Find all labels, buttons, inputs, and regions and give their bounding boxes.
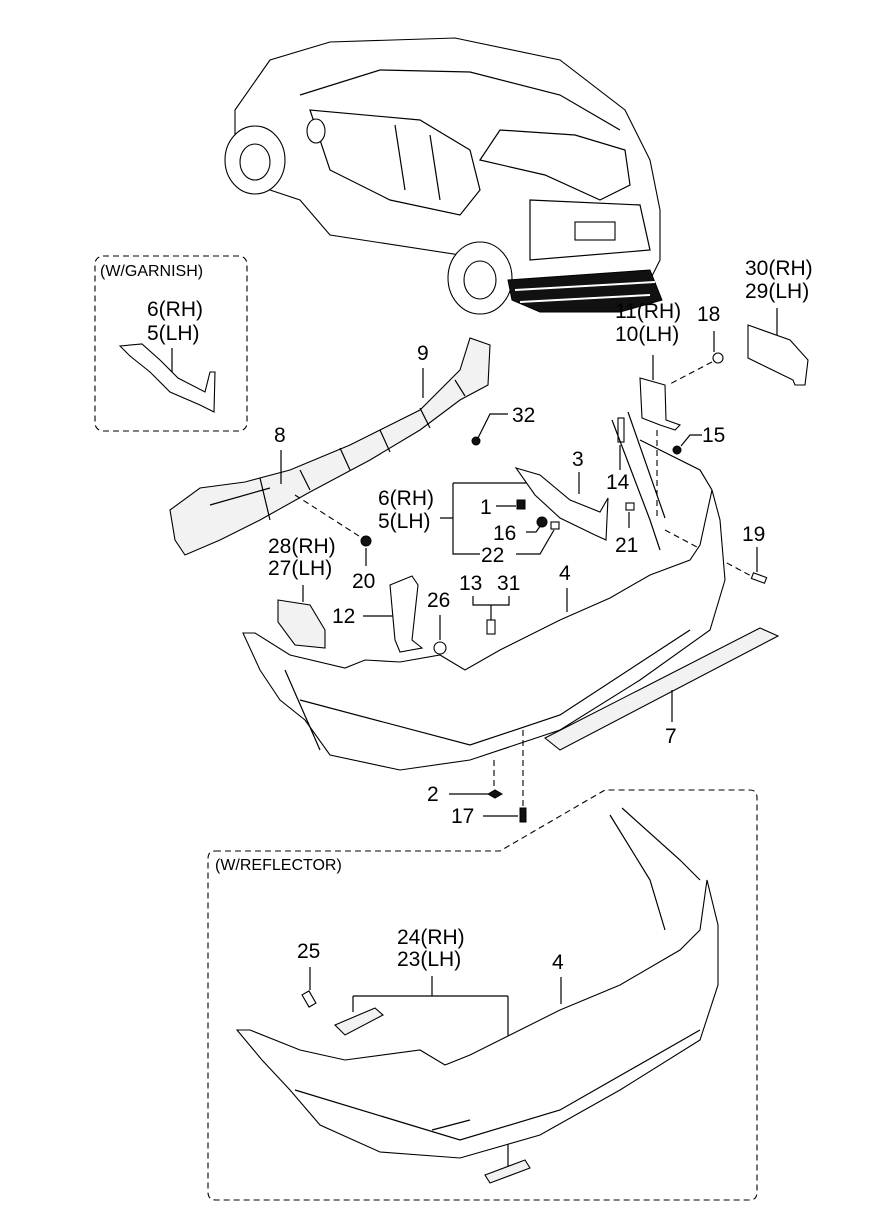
callout-23-lh: 23(LH): [397, 948, 461, 971]
callout-30-rh: 30(RH): [745, 257, 813, 280]
callout-29-lh: 29(LH): [745, 280, 809, 303]
callout-4: 4: [559, 562, 571, 585]
callout-9: 9: [417, 342, 429, 365]
mounting-bracket-part: [639, 377, 682, 431]
callout-5-lh: 5(LH): [378, 510, 431, 533]
callout-19: 19: [742, 523, 765, 546]
callout-3: 3: [572, 448, 584, 471]
energy-absorber-part: [169, 337, 491, 556]
rear-grille-part: [277, 599, 326, 649]
callout-14: 14: [606, 471, 630, 494]
garnish-group: (W/GARNISH) 6(RH) 5(LH): [94, 255, 248, 432]
vehicle-illustration: [224, 37, 663, 315]
callout-27-lh: 27(LH): [268, 557, 332, 580]
reflector-group-label: (W/REFLECTOR): [215, 857, 342, 874]
callout-24-rh: 24(RH): [397, 926, 465, 949]
callout-10-lh: 10(LH): [615, 323, 679, 346]
callout-5-lh-garnish: 5(LH): [147, 322, 200, 345]
reflector-part-lower: [484, 1159, 531, 1184]
callout-15: 15: [702, 424, 725, 447]
callout-18: 18: [697, 303, 720, 326]
reflector-group: (W/REFLECTOR) 25 24(RH) 23(LH) 4: [207, 789, 758, 1201]
callout-2: 2: [427, 783, 439, 806]
callout-17: 17: [451, 805, 474, 828]
callout-12: 12: [332, 605, 355, 628]
rear-bumper-cover-reflector: [235, 879, 719, 1159]
callout-25: 25: [297, 940, 320, 963]
callout-1: 1: [480, 496, 492, 519]
callout-13: 13: [459, 572, 482, 595]
callout-32: 32: [512, 404, 535, 427]
bumper-stay-part: [389, 575, 424, 653]
callout-16: 16: [493, 522, 516, 545]
callout-11-rh: 11(RH): [615, 300, 681, 323]
callout-6-rh-garnish: 6(RH): [147, 298, 203, 321]
callout-21: 21: [615, 534, 638, 557]
callout-8: 8: [274, 424, 286, 447]
side-support-part: [747, 324, 809, 386]
callout-28-rh: 28(RH): [268, 535, 336, 558]
step-pad-part: [543, 627, 780, 751]
callout-7: 7: [665, 725, 677, 748]
callout-26: 26: [427, 589, 450, 612]
callout-31: 31: [497, 572, 520, 595]
callout-20: 20: [352, 570, 375, 593]
rear-bumper-cover: [242, 411, 726, 771]
reflector-part-upper: [334, 1007, 384, 1036]
callout-6-rh: 6(RH): [378, 487, 434, 510]
garnish-bracket-part: [118, 343, 216, 413]
garnish-group-label: (W/GARNISH): [100, 263, 203, 280]
callout-4-reflector: 4: [552, 951, 564, 974]
callout-22: 22: [481, 544, 504, 567]
side-bracket-part: [514, 467, 609, 541]
